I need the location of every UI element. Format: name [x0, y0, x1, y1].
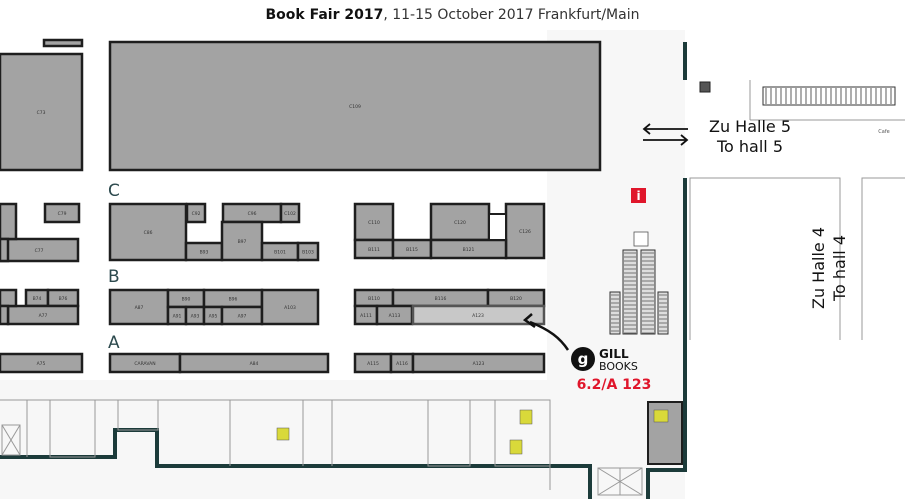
- booth-label-b103: B103: [302, 250, 314, 256]
- booth-c126[interactable]: [504, 202, 546, 260]
- booth-b97[interactable]: [220, 220, 264, 262]
- booth-edge[interactable]: [0, 237, 10, 263]
- row-label-a: A: [108, 333, 120, 353]
- escalators: [609, 249, 669, 335]
- booth-label-a75: A75: [37, 361, 46, 367]
- booth-highlighted-a123[interactable]: [411, 304, 546, 326]
- page-title: Book Fair 2017, 11-15 October 2017 Frank…: [0, 0, 905, 30]
- elevator-icon: [653, 409, 669, 423]
- booth-label-a115: A115: [367, 361, 379, 367]
- booth-label-c96: C96: [248, 211, 257, 217]
- logo-line2: BOOKS: [599, 360, 638, 373]
- booth-label-a93: A93: [191, 314, 200, 320]
- booth-label-c73: C73: [37, 110, 46, 116]
- booth-label-c110: C110: [368, 220, 380, 226]
- booth-edge[interactable]: [0, 304, 10, 326]
- booth-c79[interactable]: [43, 202, 81, 224]
- booth-label-b116: B116: [435, 296, 447, 302]
- booth-edge[interactable]: [0, 202, 18, 241]
- lower-structures: [0, 399, 643, 496]
- info-icon[interactable]: [631, 188, 646, 203]
- booth-label-a113: A113: [389, 313, 401, 319]
- booth-b121[interactable]: [429, 238, 508, 260]
- booth-a75[interactable]: [0, 352, 84, 374]
- sign-zu-halle4: Zu Halle 4: [809, 227, 828, 309]
- info-icon-label: i: [636, 189, 640, 203]
- title-rest: , 11-15 October 2017 Frankfurt/Main: [383, 7, 640, 23]
- booth-a123[interactable]: [411, 352, 546, 374]
- title-bold: Book Fair 2017: [265, 7, 384, 23]
- booth-label-b121: B121: [463, 247, 475, 253]
- booth-label-b101: B101: [274, 250, 286, 256]
- booth-label-b74: B74: [33, 296, 42, 302]
- booth-c86[interactable]: [108, 202, 188, 262]
- booth-label-b90: B90: [182, 297, 191, 303]
- booth-label-b120: B120: [510, 296, 522, 302]
- wall: [646, 178, 687, 499]
- booth-label-a116: A116: [396, 361, 408, 367]
- booth-label-caravan: CARAVAN: [134, 361, 155, 367]
- logo-letter: g: [578, 350, 589, 368]
- booth-label-a95: A95: [209, 314, 218, 320]
- booth-edge[interactable]: [0, 288, 18, 308]
- booth-label-b111: B111: [368, 247, 380, 253]
- booth-label-a103: A103: [284, 305, 296, 311]
- booth-label-c92: C92: [192, 211, 201, 217]
- booth-label-c120: C120: [454, 220, 466, 226]
- booth-label-b93: B93: [200, 250, 209, 256]
- booth-label-a87: A87: [135, 305, 144, 311]
- booth-label-a77: A77: [39, 313, 48, 319]
- booth-label-b115: B115: [406, 247, 418, 253]
- booth-a103[interactable]: [260, 288, 320, 326]
- exhibitor-stand-number: 6.2/A 123: [577, 377, 652, 393]
- booth-label-c126: C126: [519, 229, 531, 235]
- booth-label-c86: C86: [144, 230, 153, 236]
- booth-label-a91: A91: [173, 314, 182, 320]
- booth-label-c109: C109: [349, 104, 361, 110]
- booth-c73[interactable]: [0, 52, 84, 172]
- booth-c92[interactable]: [185, 202, 207, 224]
- booth-label-c77: C77: [35, 248, 44, 254]
- corridors: [689, 80, 905, 340]
- sign-zu-halle5: Zu Halle 5: [709, 117, 791, 136]
- booth-label-b97: B97: [238, 239, 247, 245]
- accessibility-icon: [633, 231, 649, 247]
- cafe-label: Cafe: [878, 129, 889, 135]
- sign-to-hall4: To hall 4: [830, 235, 849, 302]
- callout-arrow-icon: [529, 320, 570, 351]
- logo-line1: GILL: [599, 347, 629, 361]
- booth-label-a84: A84: [250, 361, 259, 367]
- booth-label-c79: C79: [58, 211, 67, 217]
- booth-label-a123: A123: [473, 361, 485, 367]
- callout-arrowhead-icon: [522, 313, 536, 329]
- accessible-toilet-icon: [276, 427, 290, 441]
- row-label-c: C: [108, 181, 120, 201]
- booth-label-b96: B96: [229, 297, 238, 303]
- arrow-hall5-icon: [642, 123, 689, 146]
- booth-label-highlighted: A123: [472, 313, 484, 319]
- booth-label-c102: C102: [284, 211, 296, 217]
- booth-c109[interactable]: [108, 40, 602, 172]
- booth-c77[interactable]: [0, 237, 80, 263]
- booth-cutout: [488, 213, 507, 241]
- booth-a84[interactable]: [178, 352, 330, 374]
- booth-label-a111: A111: [360, 313, 372, 319]
- row-label-b: B: [108, 267, 120, 287]
- toilet-female-icon: [519, 409, 533, 425]
- sign-to-hall5: To hall 5: [716, 137, 783, 156]
- booth-c102[interactable]: [279, 202, 301, 224]
- booth-top-left[interactable]: [42, 38, 84, 48]
- booth-label-b76: B76: [59, 296, 68, 302]
- booth-label-a97: A97: [238, 314, 247, 320]
- stairs: [762, 86, 896, 106]
- booth-a87[interactable]: [108, 288, 170, 326]
- booth-label-b110: B110: [368, 296, 380, 302]
- booth-b103[interactable]: [296, 241, 320, 262]
- toilet-male-icon: [509, 439, 523, 455]
- exhibitor-logo[interactable]: g GILL BOOKS: [571, 347, 638, 373]
